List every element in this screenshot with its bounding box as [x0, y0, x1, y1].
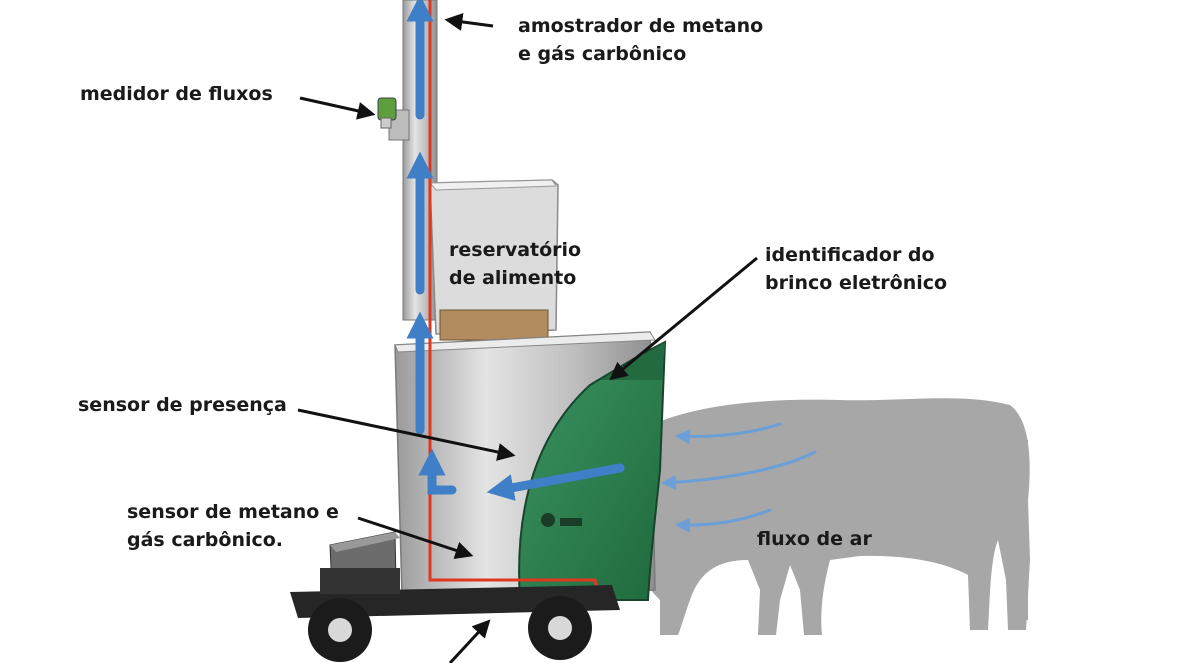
label-sampler-line1: amostrador de metano: [518, 15, 764, 37]
label-ear-tag-reader: identificador do brinco eletrônico: [765, 241, 947, 297]
label-presence-sensor: sensor de presença: [78, 391, 287, 419]
airflow-arrows: [661, 422, 817, 533]
callout-arrow-sampler: [444, 12, 494, 31]
label-gas-sensor-line1: sensor de metano e: [127, 501, 339, 523]
label-airflow: fluxo de ar: [757, 525, 872, 553]
label-ear-tag-reader-line1: identificador do: [765, 244, 935, 266]
label-ear-tag-reader-line2: brinco eletrônico: [765, 272, 948, 294]
label-food-reservoir-line2: de alimento: [449, 267, 577, 289]
callout-arrow-ear-tag: [609, 256, 758, 381]
callout-arrow-gas-sensor: [357, 516, 474, 560]
label-food-reservoir-line1: reservatório: [449, 239, 582, 261]
label-food-reservoir: reservatório de alimento: [449, 236, 581, 292]
callout-arrow-bottom: [448, 619, 491, 663]
label-airflow-line1: fluxo de ar: [757, 528, 872, 550]
label-presence-sensor-line1: sensor de presença: [78, 394, 287, 416]
callout-arrow-presence: [297, 408, 516, 461]
blue-duct: [406, 0, 625, 501]
label-sampler-line2: e gás carbônico: [518, 43, 687, 65]
callout-arrows: [297, 12, 758, 663]
airflow-arrow-1: [675, 422, 782, 445]
airflow-arrow-3: [675, 508, 772, 533]
label-flow-meter-line1: medidor de fluxos: [80, 83, 273, 105]
cart-wheel: [308, 598, 372, 662]
food-reservoir-box: [428, 179, 559, 341]
flow-meter-device: [377, 97, 397, 129]
airflow-arrow-2: [661, 450, 817, 490]
cow-silhouette: [630, 398, 1030, 635]
label-flow-meter: medidor de fluxos: [80, 80, 273, 108]
callout-arrow-flow-meter: [299, 96, 376, 120]
label-gas-sensor-line2: gás carbônico.: [127, 529, 284, 551]
label-sampler: amostrador de metano e gás carbônico: [518, 12, 763, 68]
cart-wheel: [528, 596, 592, 660]
label-gas-sensor: sensor de metano e gás carbônico.: [127, 498, 339, 554]
